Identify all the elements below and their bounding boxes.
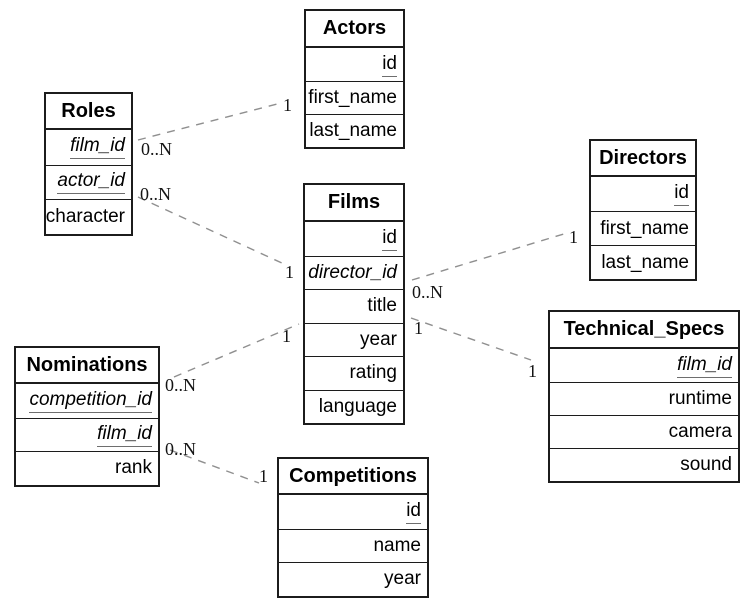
column-label: film_id xyxy=(70,135,125,160)
column-label: film_id xyxy=(677,354,732,378)
column-label: year xyxy=(360,328,397,350)
relation-line-films-directors xyxy=(411,232,568,281)
table-competitions: Competitions id name year xyxy=(277,457,429,598)
cardinality-label: 1 xyxy=(285,262,294,282)
column-id: id xyxy=(279,495,427,529)
column-director_id: director_id xyxy=(305,255,403,290)
column-label: year xyxy=(384,568,421,590)
column-label: id xyxy=(406,500,421,524)
relation-line-nominations-films xyxy=(173,323,300,378)
column-label: character xyxy=(45,205,125,227)
column-first_name: first_name xyxy=(591,211,695,245)
table-title-roles: Roles xyxy=(46,94,131,130)
column-label: id xyxy=(382,227,397,251)
table-roles: Roles film_id actor_id character xyxy=(44,92,133,236)
column-label: title xyxy=(367,295,397,317)
column-id: id xyxy=(306,48,403,81)
cardinality-label: 0..N xyxy=(140,184,171,204)
table-title-competitions: Competitions xyxy=(279,459,427,495)
column-label: first_name xyxy=(600,217,689,239)
column-label: last_name xyxy=(601,251,689,273)
cardinality-label: 1 xyxy=(283,95,292,115)
column-label: runtime xyxy=(668,388,732,409)
cardinality-label: 0..N xyxy=(165,375,196,395)
cardinality-label: 0..N xyxy=(141,139,172,159)
column-runtime: runtime xyxy=(550,382,738,415)
cardinality-label: 1 xyxy=(569,227,578,247)
column-rating: rating xyxy=(305,356,403,390)
table-title-technical_specs: Technical_Specs xyxy=(550,312,738,349)
column-name: name xyxy=(279,528,427,563)
column-label: director_id xyxy=(308,261,397,283)
column-label: camera xyxy=(668,421,732,442)
table-title-nominations: Nominations xyxy=(16,348,158,384)
column-rank: rank xyxy=(16,451,158,485)
column-sound: sound xyxy=(550,448,738,481)
table-title-films: Films xyxy=(305,185,403,222)
cardinality-label: 0..N xyxy=(165,439,196,459)
column-actor_id: actor_id xyxy=(46,164,131,200)
column-film_id: film_id xyxy=(550,349,738,382)
column-film_id: film_id xyxy=(46,130,131,165)
column-language: language xyxy=(305,389,403,424)
column-label: id xyxy=(382,53,397,77)
table-directors: Directors id first_name last_name xyxy=(589,139,697,281)
cardinality-label: 1 xyxy=(282,326,291,346)
column-title: title xyxy=(305,289,403,323)
column-label: name xyxy=(373,534,421,556)
cardinality-label: 1 xyxy=(259,466,268,486)
relation-line-roles-actors xyxy=(137,103,278,141)
column-film_id: film_id xyxy=(16,417,158,452)
column-label: rank xyxy=(115,457,152,479)
table-title-directors: Directors xyxy=(591,141,695,177)
column-character: character xyxy=(46,199,131,234)
column-label: actor_id xyxy=(57,170,125,195)
column-camera: camera xyxy=(550,415,738,448)
column-label: sound xyxy=(680,454,732,475)
column-label: competition_id xyxy=(29,389,152,413)
column-year: year xyxy=(305,322,403,357)
cardinality-label: 1 xyxy=(528,361,537,381)
column-last_name: last_name xyxy=(591,245,695,279)
relation-line-roles-films xyxy=(137,196,285,265)
column-last_name: last_name xyxy=(306,114,403,147)
column-label: language xyxy=(318,395,397,417)
column-first_name: first_name xyxy=(306,81,403,114)
column-label: id xyxy=(674,182,689,206)
column-year: year xyxy=(279,562,427,596)
cardinality-label: 0..N xyxy=(412,282,443,302)
relation-line-films-technical_specs xyxy=(410,317,532,361)
column-id: id xyxy=(305,222,403,256)
table-title-actors: Actors xyxy=(306,11,403,48)
relation-line-nominations-competitions xyxy=(169,449,260,484)
column-competition_id: competition_id xyxy=(16,384,158,418)
column-label: first_name xyxy=(308,87,397,108)
cardinality-label: 1 xyxy=(414,318,423,338)
column-id: id xyxy=(591,177,695,211)
column-label: rating xyxy=(349,362,397,384)
column-label: last_name xyxy=(309,120,397,141)
column-label: film_id xyxy=(97,423,152,447)
table-actors: Actors id first_name last_name xyxy=(304,9,405,149)
